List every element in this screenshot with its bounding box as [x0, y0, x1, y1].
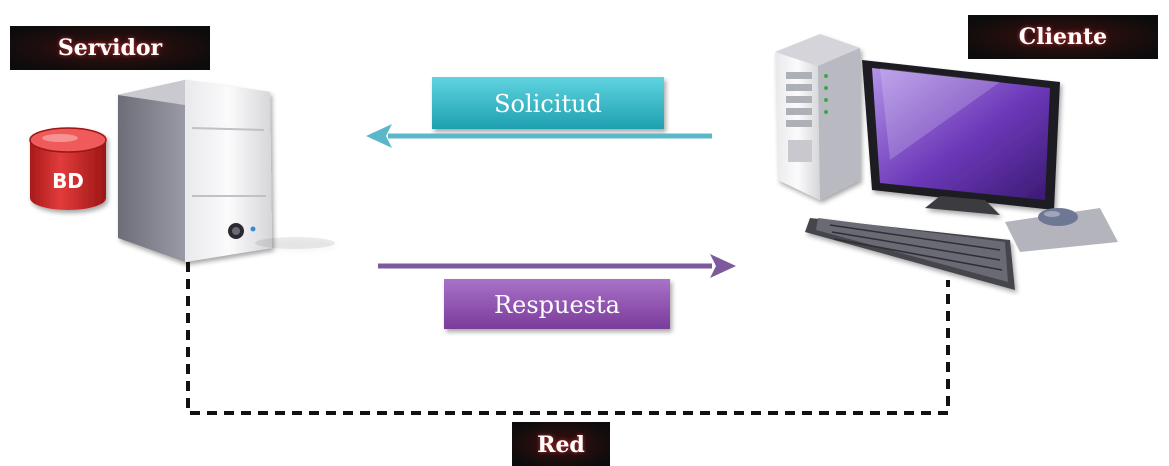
database-cylinder-icon: BD: [29, 127, 107, 210]
server-tower-icon: [118, 80, 335, 262]
request-label-box: Solicitud: [432, 77, 664, 129]
response-label: Respuesta: [494, 291, 620, 319]
response-arrow: [378, 254, 736, 278]
request-arrow: [366, 124, 712, 148]
request-label: Solicitud: [494, 90, 602, 118]
client-label: Cliente: [1019, 24, 1107, 50]
server-label: Servidor: [58, 35, 163, 61]
client-label-box: Cliente: [968, 15, 1158, 59]
network-label-box: Red: [512, 422, 610, 466]
response-label-box: Respuesta: [444, 279, 670, 329]
network-connection-line: [186, 262, 950, 415]
network-label: Red: [537, 432, 585, 458]
server-label-box: Servidor: [10, 26, 210, 70]
database-label: BD: [52, 169, 84, 193]
desktop-computer-icon: [775, 34, 1118, 290]
